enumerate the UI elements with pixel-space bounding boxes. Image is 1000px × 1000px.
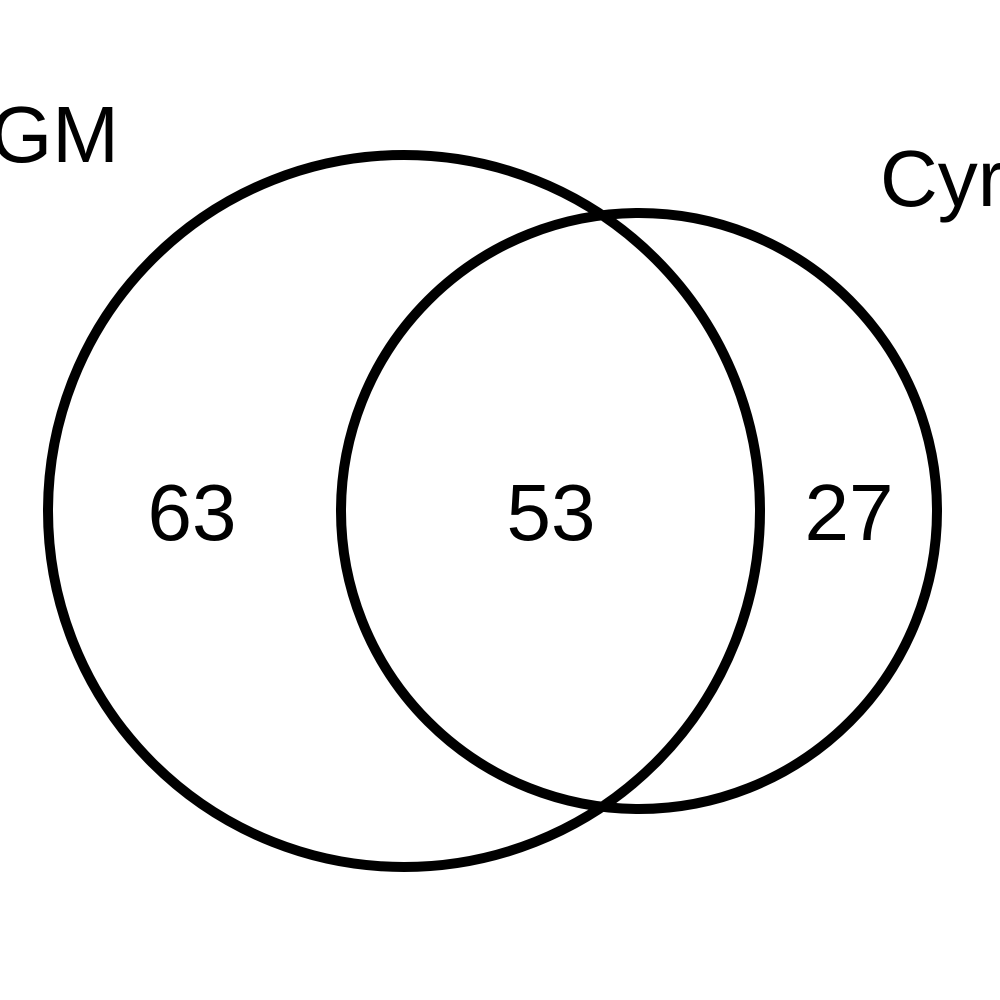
set-circle-gm <box>43 150 765 872</box>
region-count-cyr-only: 27 <box>805 468 894 557</box>
region-count-gm-only: 63 <box>148 468 237 557</box>
set-label-gm: GM <box>0 90 119 179</box>
set-circle-cyr <box>336 208 942 814</box>
region-count-intersection: 53 <box>507 468 596 557</box>
set-label-cyr: Cyr <box>880 134 1000 223</box>
